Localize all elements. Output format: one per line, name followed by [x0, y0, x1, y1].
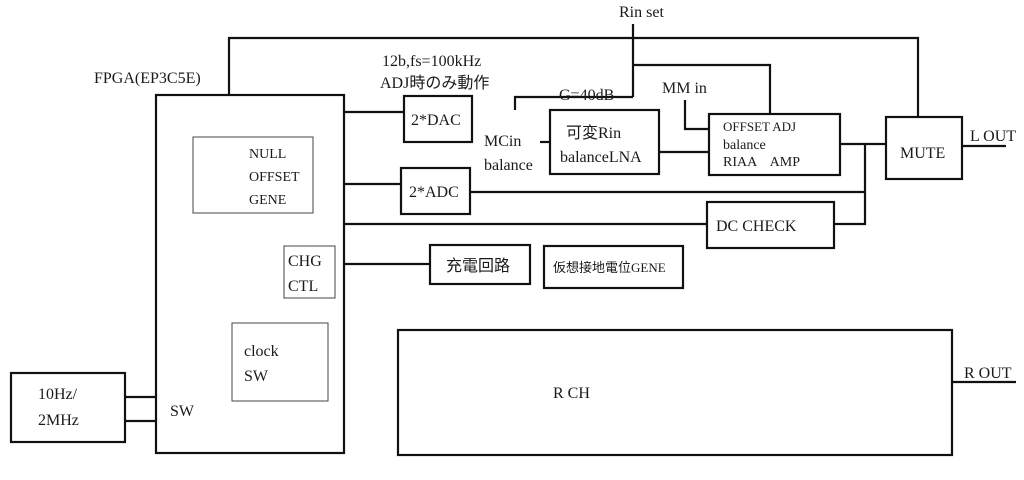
wire-riaa-top [633, 63, 772, 114]
mcin-balance-label: balance [484, 157, 533, 174]
rin-set-label: Rin set [619, 4, 664, 21]
riaa-label-3: RIAA AMP [723, 155, 800, 170]
riaa-label-1: OFFSET ADJ [723, 119, 796, 134]
sw-label: SW [170, 403, 195, 420]
lna-label-1: 可変Rin [566, 124, 621, 142]
r-ch-box [396, 328, 954, 457]
offset-label: OFFSET [249, 170, 300, 185]
sw-inner-label: SW [244, 368, 269, 385]
osc-label-1: 10Hz/ [38, 386, 78, 403]
gene-label: GENE [249, 193, 286, 208]
mute-label: MUTE [900, 145, 945, 162]
charger-label: 充電回路 [446, 257, 510, 275]
dac-label: 2*DAC [411, 112, 461, 129]
riaa-label-2: balance [723, 138, 766, 153]
clock-sw-box [231, 322, 329, 402]
lna-box [548, 108, 661, 176]
ctl-label: CTL [288, 278, 318, 295]
wire-dc-right [834, 192, 867, 226]
chg-label: CHG [288, 253, 322, 270]
osc-label-2: 2MHz [38, 412, 79, 429]
wire-top-loop [227, 36, 920, 137]
oscillator-box [9, 371, 127, 444]
dc-check-box [705, 200, 836, 250]
wire-rin-to-mm [513, 95, 633, 110]
virtual-gnd-label: 仮想接地電位GENE [553, 260, 666, 275]
null-offset-gene-box [192, 136, 314, 214]
riaa-box [707, 112, 842, 177]
adc-label: 2*ADC [409, 184, 459, 201]
clock-label: clock [244, 343, 279, 360]
dac-note-1: 12b,fs=100kHz [382, 53, 481, 70]
chg-ctl-box [283, 245, 336, 299]
dac-note-2: ADJ時のみ動作 [380, 74, 489, 92]
adc-box [399, 166, 472, 216]
mcin-label: MCin [484, 133, 521, 150]
mute-box [884, 115, 964, 181]
lna-label-2: balanceLNA [560, 149, 642, 166]
mm-in-label: MM in [662, 80, 707, 97]
r-out-label: R OUT [964, 365, 1012, 382]
r-ch-label: R CH [553, 385, 590, 402]
virtual-gnd-box [542, 244, 685, 290]
wire-mm-in [683, 100, 709, 131]
dac-box [402, 94, 474, 144]
l-out-label: L OUT [970, 128, 1016, 145]
fpga-label: FPGA(EP3C5E) [94, 70, 201, 87]
gain-label: G=40dB [559, 87, 614, 104]
dc-check-label: DC CHECK [716, 218, 797, 235]
null-label: NULL [249, 147, 286, 162]
charger-box [428, 243, 532, 286]
